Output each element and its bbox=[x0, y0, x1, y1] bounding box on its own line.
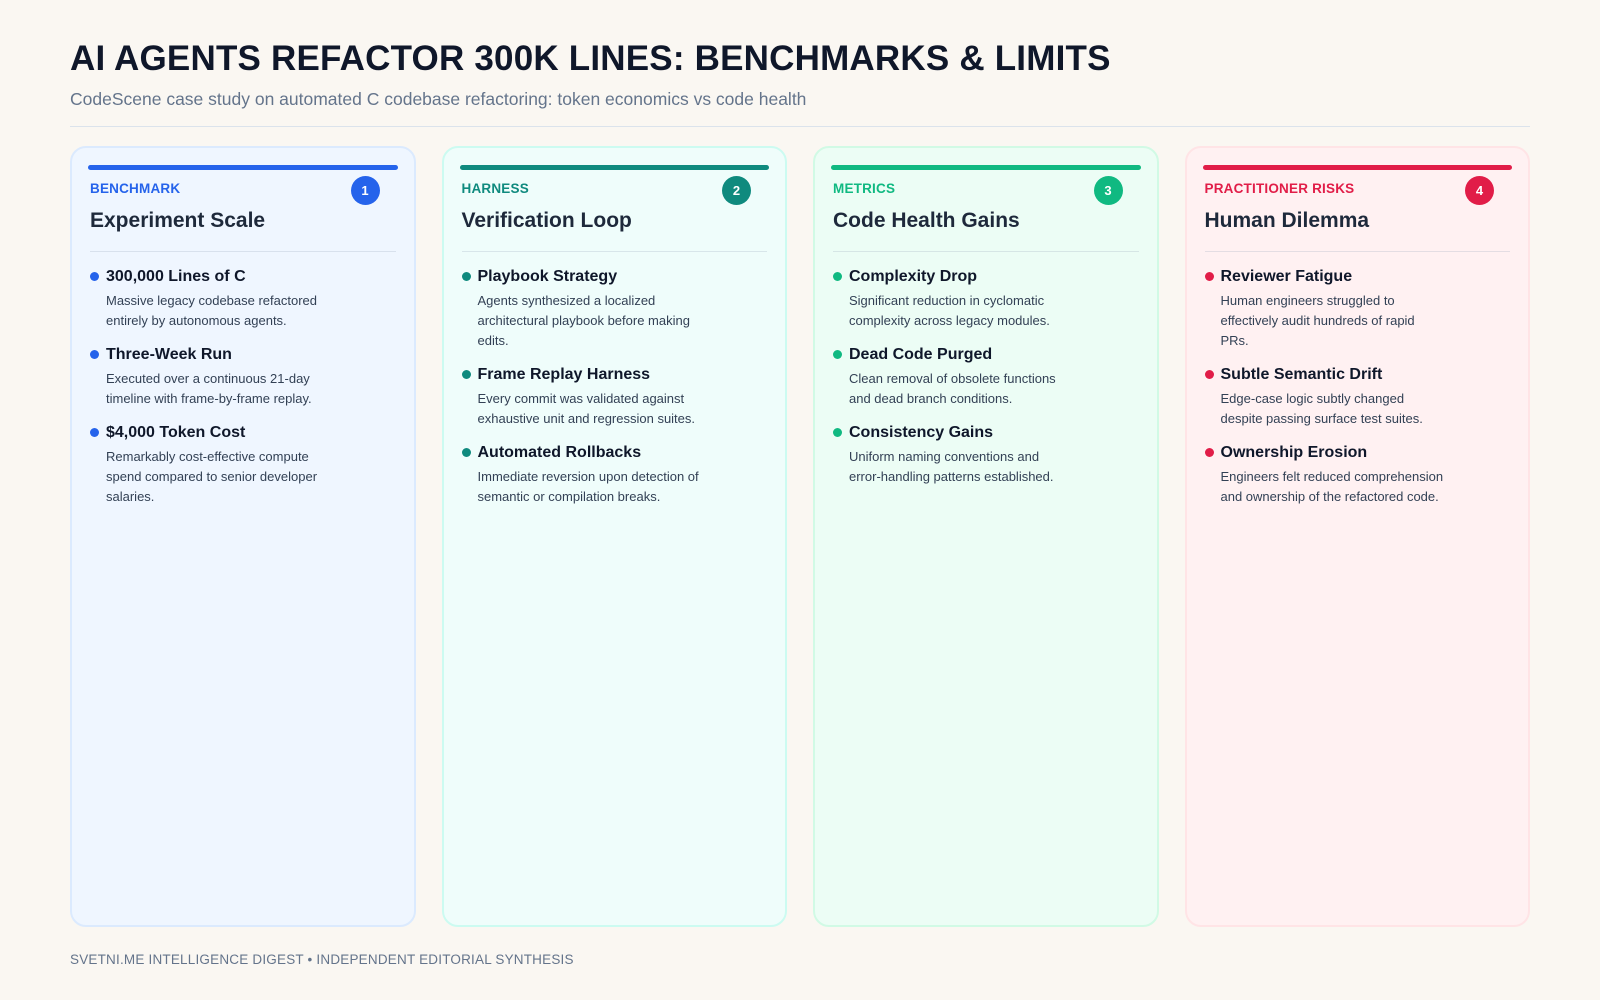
bullet-dot-icon bbox=[90, 272, 99, 281]
item-title: Three-Week Run bbox=[106, 346, 232, 363]
page-title: AI AGENTS REFACTOR 300K LINES: BENCHMARK… bbox=[70, 39, 1111, 78]
card-item-list: Playbook Strategy Agents synthesized a l… bbox=[461, 266, 768, 520]
item-title: 300,000 Lines of C bbox=[106, 268, 246, 285]
card-number-badge: 1 bbox=[350, 176, 380, 205]
card-title: Experiment Scale bbox=[90, 209, 266, 232]
card-accent-bar bbox=[831, 165, 1141, 170]
list-item: Playbook Strategy Agents synthesized a l… bbox=[461, 266, 768, 351]
card-divider bbox=[90, 251, 396, 252]
card-accent-bar bbox=[1202, 165, 1512, 170]
item-title: Complexity Drop bbox=[849, 268, 978, 285]
list-item: Automated Rollbacks Immediate reversion … bbox=[461, 442, 768, 507]
card-divider bbox=[833, 251, 1139, 252]
item-description: Significant reduction in cyclomatic comp… bbox=[849, 293, 1050, 328]
list-item: Complexity Drop Significant reduction in… bbox=[833, 266, 1139, 331]
item-description: Massive legacy codebase refactored entir… bbox=[106, 293, 318, 328]
item-title: Consistency Gains bbox=[849, 424, 994, 441]
card-number-badge: 4 bbox=[1465, 176, 1494, 205]
list-item: Reviewer Fatigue Human engineers struggl… bbox=[1204, 266, 1511, 351]
bullet-dot-icon bbox=[833, 350, 842, 359]
bullet-dot-icon bbox=[461, 448, 471, 457]
item-title: Reviewer Fatigue bbox=[1220, 268, 1353, 285]
item-title: Ownership Erosion bbox=[1220, 444, 1368, 461]
list-item: Dead Code Purged Clean removal of obsole… bbox=[833, 344, 1139, 409]
bullet-dot-icon bbox=[1204, 370, 1214, 379]
bullet-dot-icon bbox=[1204, 272, 1214, 281]
card-item-list: 300,000 Lines of C Massive legacy codeba… bbox=[90, 266, 396, 520]
bullet-dot-icon bbox=[90, 428, 99, 437]
cards-row: BENCHMARK 1 Experiment Scale 300,000 Lin… bbox=[70, 146, 1530, 927]
card-accent-bar bbox=[459, 165, 769, 170]
list-item: 300,000 Lines of C Massive legacy codeba… bbox=[90, 266, 396, 331]
card-divider bbox=[1204, 251, 1510, 252]
card-title: Human Dilemma bbox=[1204, 209, 1370, 232]
item-description: Immediate reversion upon detection of se… bbox=[477, 469, 699, 504]
card-title: Verification Loop bbox=[461, 209, 632, 232]
card-title: Code Health Gains bbox=[833, 209, 1020, 232]
item-title: $4,000 Token Cost bbox=[106, 424, 246, 441]
list-item: Ownership Erosion Engineers felt reduced… bbox=[1204, 442, 1511, 507]
bullet-dot-icon bbox=[461, 370, 471, 379]
card-number-badge: 2 bbox=[722, 176, 751, 205]
bullet-dot-icon bbox=[833, 272, 842, 281]
item-description: Agents synthesized a localized architect… bbox=[477, 293, 690, 348]
card-number-badge: 3 bbox=[1093, 176, 1123, 205]
list-item: Three-Week Run Executed over a continuou… bbox=[90, 344, 396, 409]
list-item: Consistency Gains Uniform naming convent… bbox=[833, 422, 1139, 487]
item-title: Dead Code Purged bbox=[849, 346, 993, 363]
card-practitioner-risks: PRACTITIONER RISKS 4 Human Dilemma Revie… bbox=[1184, 146, 1530, 927]
item-description: Executed over a continuous 21-day timeli… bbox=[106, 371, 312, 406]
header-divider bbox=[70, 126, 1530, 127]
card-item-list: Reviewer Fatigue Human engineers struggl… bbox=[1204, 266, 1511, 520]
bullet-dot-icon bbox=[833, 428, 842, 437]
list-item: Frame Replay Harness Every commit was va… bbox=[461, 364, 768, 429]
card-item-list: Complexity Drop Significant reduction in… bbox=[833, 266, 1139, 500]
item-title: Subtle Semantic Drift bbox=[1220, 366, 1383, 383]
item-description: Human engineers struggled to effectively… bbox=[1220, 293, 1415, 348]
page-footer: SVETNI.ME INTELLIGENCE DIGEST • INDEPEND… bbox=[70, 952, 574, 967]
bullet-dot-icon bbox=[1204, 448, 1214, 457]
item-description: Clean removal of obsolete functions and … bbox=[849, 371, 1056, 406]
card-accent-bar bbox=[88, 165, 398, 170]
card-tag: METRICS bbox=[833, 181, 896, 196]
card-tag: HARNESS bbox=[461, 181, 529, 196]
bullet-dot-icon bbox=[461, 272, 471, 281]
item-title: Automated Rollbacks bbox=[477, 444, 642, 461]
item-description: Edge-case logic subtly changed despite p… bbox=[1220, 391, 1423, 426]
list-item: Subtle Semantic Drift Edge-case logic su… bbox=[1204, 364, 1511, 429]
item-description: Every commit was validated against exhau… bbox=[477, 391, 696, 426]
item-description: Engineers felt reduced comprehension and… bbox=[1220, 469, 1444, 504]
list-item: $4,000 Token Cost Remarkably cost-effect… bbox=[90, 422, 396, 507]
item-description: Uniform naming conventions and error-han… bbox=[849, 449, 1054, 484]
item-title: Frame Replay Harness bbox=[477, 366, 651, 383]
page-header: AI AGENTS REFACTOR 300K LINES: BENCHMARK… bbox=[70, 38, 1530, 110]
page-subtitle: CodeScene case study on automated C code… bbox=[70, 89, 807, 109]
item-description: Remarkably cost-effective compute spend … bbox=[106, 449, 318, 504]
card-harness: HARNESS 2 Verification Loop Playbook Str… bbox=[441, 146, 787, 927]
card-benchmark: BENCHMARK 1 Experiment Scale 300,000 Lin… bbox=[70, 146, 416, 927]
bullet-dot-icon bbox=[90, 350, 99, 359]
card-metrics: METRICS 3 Code Health Gains Complexity D… bbox=[813, 146, 1159, 927]
card-divider bbox=[461, 251, 767, 252]
card-tag: BENCHMARK bbox=[90, 181, 181, 196]
card-tag: PRACTITIONER RISKS bbox=[1204, 181, 1355, 196]
item-title: Playbook Strategy bbox=[477, 268, 618, 285]
